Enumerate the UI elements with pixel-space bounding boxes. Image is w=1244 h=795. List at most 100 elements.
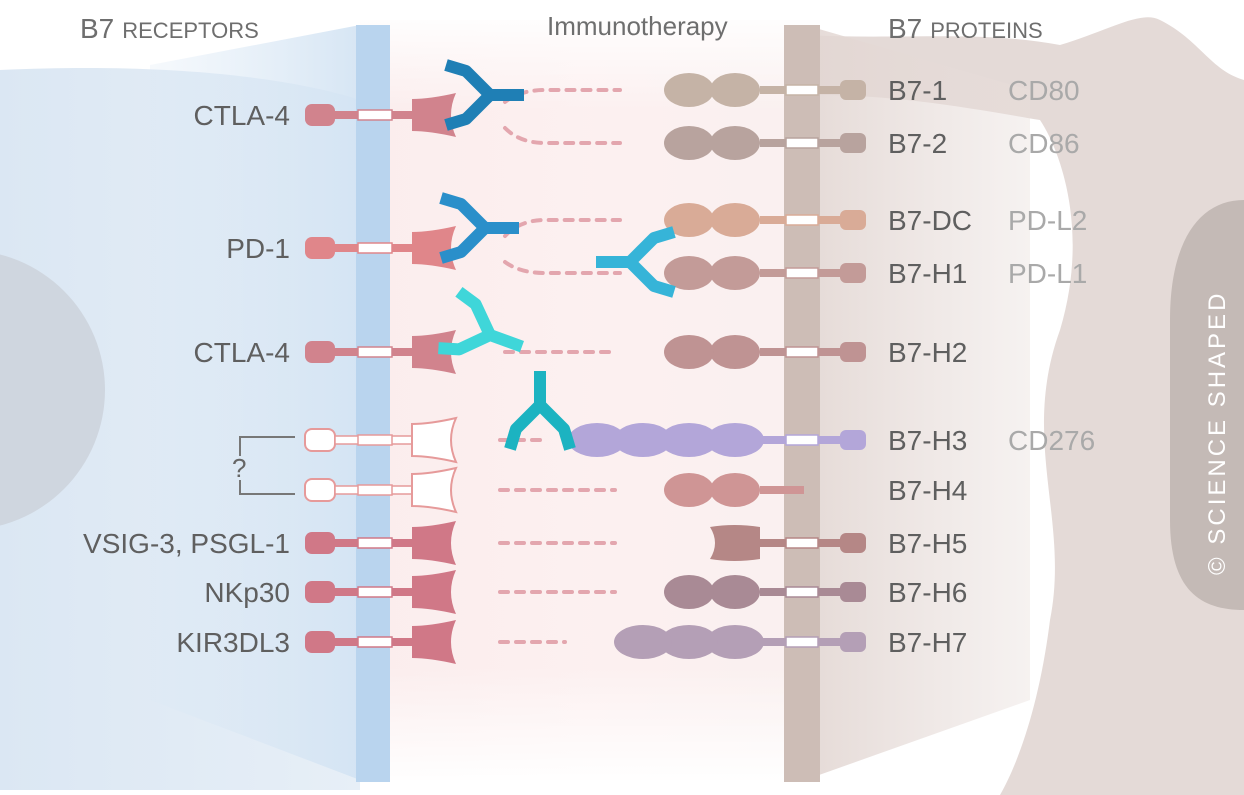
protein-cell-membrane [784,25,820,782]
receptor-transmembrane [357,242,393,254]
protein-domain [664,256,714,290]
t-cell-cone [150,25,360,780]
protein-label: B7-H6 [888,577,967,608]
antibody-arm [444,59,495,100]
receptor-transmembrane [357,346,393,358]
receptor-transmembrane [357,434,393,446]
protein-domain [710,256,760,290]
protein-domain [710,203,760,237]
protein-label: B7-H7 [888,627,967,658]
interaction-pd1-b7-h1 [503,260,622,275]
receptor-tail [305,532,335,554]
watermark-band [1170,200,1244,610]
protein-label: B7-H5 [888,528,967,559]
receptor-transmembrane [357,537,393,549]
protein-transmembrane [785,434,819,446]
protein-alias: CD80 [1008,75,1080,106]
receptor: PD-1 [226,226,456,270]
receptor-transmembrane [357,109,393,121]
protein-tail [840,133,866,153]
protein-tail [840,342,866,362]
receptor-head [412,521,456,565]
protein-transmembrane [785,537,819,549]
protein-transmembrane [785,214,819,226]
protein-tail [840,533,866,553]
receptor: CTLA-4 [194,330,456,374]
t-cell-nucleus [0,254,105,526]
b7-protein: B7-H4 [664,473,967,507]
antibody-arm [439,223,490,264]
protein-domain [664,203,714,237]
receptor-tail [305,631,335,653]
antibody [438,286,525,356]
protein-domain [664,335,714,369]
receptor-label: CTLA-4 [194,100,290,131]
protein-label: B7-H4 [888,475,967,506]
receptor-head [412,93,456,137]
antibody [504,371,576,451]
unknown-receptor-question: ? [232,453,246,483]
unknown-receptor-bracket [239,436,295,495]
receptor: VSIG-3, PSGL-1 [83,521,456,565]
receptor-tail [305,104,335,126]
protein-tail [840,582,866,602]
receptor: NKp30 [204,570,456,614]
antibody-arm [444,90,495,131]
antibody [439,192,519,264]
antibody-group [438,59,676,451]
antibody [444,59,524,131]
protein-label: B7-1 [888,75,947,106]
protein-domain [706,423,764,457]
protein-stalk [760,486,804,494]
receptor-tail [304,428,336,452]
receptor-tail [304,478,336,502]
receptor-label: PD-1 [226,233,290,264]
antibody-stem [487,329,525,353]
protein-domain [614,625,672,659]
proteins-header-word: B7 [888,13,922,44]
receptor-label: NKp30 [204,577,290,608]
protein-domain [664,126,714,160]
protein-alias: PD-L2 [1008,205,1087,236]
receptor-tail [305,581,335,603]
protein-domain [710,126,760,160]
receptor-cell-membrane [356,25,390,782]
immunotherapy-header: Immunotherapy [547,11,728,41]
receptor-head [412,570,456,614]
receptor-transmembrane [357,586,393,598]
antibody [596,226,676,298]
receptor: KIR3DL3 [176,620,456,664]
protein-alias: CD86 [1008,128,1080,159]
apc-cell-body [805,17,1244,795]
receptor [304,416,458,464]
protein-label: B7-H1 [888,258,967,289]
b7-protein: B7-1 CD80 [664,73,1080,107]
watermark: © SCIENCE SHAPED [1204,291,1231,575]
receptor-label: KIR3DL3 [176,627,290,658]
protein-transmembrane [785,346,819,358]
protein-tail [840,210,866,230]
protein-transmembrane [785,267,819,279]
receptors-header-word: RECEPTORS [122,18,259,43]
protein-transmembrane [785,137,819,149]
receptor-head [412,226,456,270]
receptor-transmembrane [357,636,393,648]
protein-domain [614,423,672,457]
protein-domain [710,335,760,369]
interaction-ctla4-b7-2 [503,126,622,145]
receptor-head [411,466,458,514]
receptor-head [411,416,458,464]
protein-domain [710,73,760,107]
protein-alias: CD276 [1008,425,1095,456]
protein-tail [840,430,866,450]
antibody-arm [625,226,676,267]
b7-protein: B7-H6 [664,575,967,609]
